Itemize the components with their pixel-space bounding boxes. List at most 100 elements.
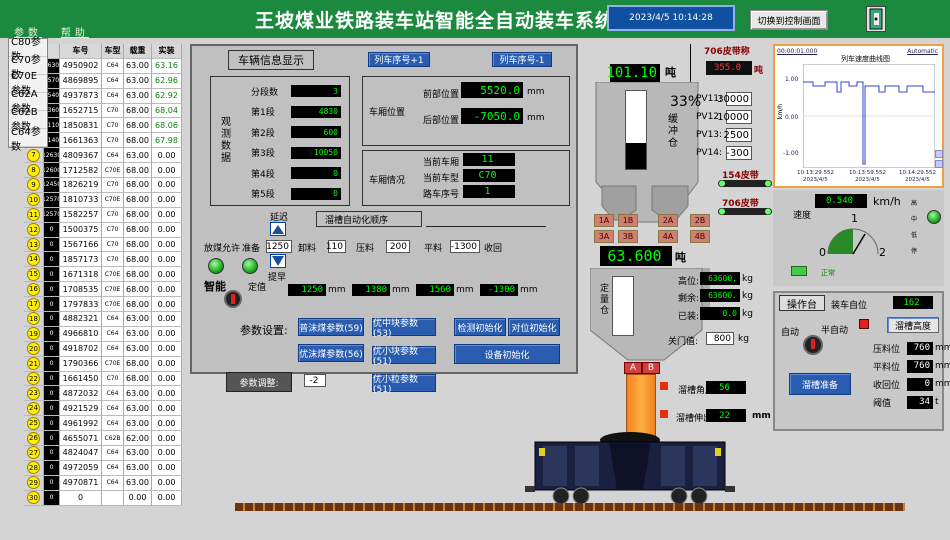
row-number-badge: 9	[27, 178, 40, 192]
wagon-capacity: 68.00	[124, 371, 152, 387]
pv-value[interactable]: -300	[726, 146, 752, 160]
wagon-loaded: 0.00	[152, 460, 182, 476]
buffer-level-bar	[625, 90, 647, 170]
segment-value: 10050	[291, 146, 341, 159]
wagon-number: 1661363	[60, 133, 102, 149]
car-type-item[interactable]: C64参数	[9, 127, 47, 153]
param-btn-51a[interactable]: 优小块参数(51)	[372, 346, 436, 367]
delay-up-icon[interactable]	[270, 222, 286, 236]
op-row-unit: t	[935, 397, 939, 407]
wagon-number: 4809367	[60, 148, 102, 164]
vehicle-info-title: 车辆信息显示	[228, 50, 314, 70]
menu-help[interactable]: 帮助	[60, 28, 89, 39]
obs-label: 观测数据	[221, 117, 231, 164]
exit-icon[interactable]	[866, 6, 886, 32]
table-row[interactable]: 8126001712582C70E68.000.00	[24, 163, 182, 179]
align-init-button[interactable]: 对位初始化	[508, 318, 560, 336]
gate-2a: 2A	[658, 214, 678, 227]
car-type-item[interactable]: C70E参数	[9, 71, 47, 97]
chart-zoom-icon[interactable]	[935, 150, 943, 158]
table-row[interactable]: 10125701810733C70E68.000.00	[24, 192, 182, 208]
wagon-length: 3110	[44, 118, 60, 134]
wagon-type: C70	[102, 178, 124, 193]
detect-init-button[interactable]: 检测初始化	[454, 318, 506, 336]
wagon-type: C64	[102, 341, 124, 357]
wagon-length: 2540	[44, 88, 60, 104]
seq-plus-button[interactable]: 列车序号+1	[368, 52, 430, 67]
wagon-number: 1652715	[60, 103, 102, 119]
table-row[interactable]: 7126304809367C6463.000.00	[24, 148, 182, 164]
row-index: 8	[24, 163, 44, 179]
param-btn-56[interactable]: 优沫煤参数(56)	[298, 344, 364, 362]
wagon-length: 0	[44, 371, 60, 387]
level-input[interactable]: -1300	[450, 240, 480, 253]
wagon-length: 2360	[44, 103, 60, 119]
table-row[interactable]: 9124501826219C7068.000.00	[24, 178, 182, 193]
press-input[interactable]: 200	[386, 240, 410, 253]
gate-close-input[interactable]: 800	[706, 332, 734, 345]
row-number-badge: 30	[27, 491, 40, 505]
chute-height-button[interactable]: 溜槽高度	[887, 317, 939, 333]
mode-knob[interactable]	[224, 290, 242, 308]
chart-auto-label[interactable]: Automatic	[907, 48, 938, 55]
remain-unit: kg	[742, 291, 753, 301]
gate-1a: 1A	[594, 214, 614, 227]
wagon-loaded: 0.00	[152, 401, 182, 417]
menu-params[interactable]: 参数	[14, 28, 42, 39]
belt-scale-value: 355.0	[706, 61, 752, 75]
wagon-capacity: 68.00	[124, 163, 152, 179]
wagon-number: 4869895	[60, 73, 102, 89]
wagon-number: 1567166	[60, 237, 102, 253]
gate-3b: 3B	[618, 230, 638, 243]
pv-value[interactable]: 2500	[724, 128, 752, 142]
switch-control-button[interactable]: 切换到控制画面	[750, 10, 828, 30]
car-type-item[interactable]: C62A参数	[9, 89, 47, 115]
advance-down-icon[interactable]	[270, 254, 286, 268]
param-adjust-input[interactable]: -2	[304, 374, 326, 387]
row-index: 20	[24, 341, 44, 357]
pv-value[interactable]: 30000	[717, 92, 752, 106]
op-row-label: 平料位	[873, 362, 901, 373]
gate-close-unit: kg	[738, 334, 749, 344]
delay-input[interactable]: 1250	[266, 240, 292, 253]
param-btn-53[interactable]: 优中块参数(53)	[372, 318, 436, 339]
auto-mode-knob[interactable]	[803, 335, 823, 355]
device-init-button[interactable]: 设备初始化	[454, 344, 560, 364]
chart-pan-icon[interactable]	[935, 160, 943, 168]
param-btn-51b[interactable]: 优小粒参数(51)	[372, 374, 436, 395]
unload-input[interactable]: 110	[326, 240, 346, 253]
chute-prepare-button[interactable]: 溜槽准备	[789, 373, 851, 395]
header-cell	[44, 44, 60, 59]
param-btn-59[interactable]: 普沫煤参数(59)	[298, 318, 364, 336]
table-row[interactable]: 11125701582257C7068.000.00	[24, 207, 182, 223]
seq-minus-button[interactable]: 列车序号-1	[492, 52, 552, 67]
pv-value[interactable]: 10000	[717, 110, 752, 124]
car-type-item[interactable]: C62B参数	[9, 107, 47, 133]
rear-unit: mm	[527, 113, 545, 123]
segment-label: 第5段	[251, 190, 275, 201]
wagon-capacity: 68.00	[124, 297, 152, 313]
